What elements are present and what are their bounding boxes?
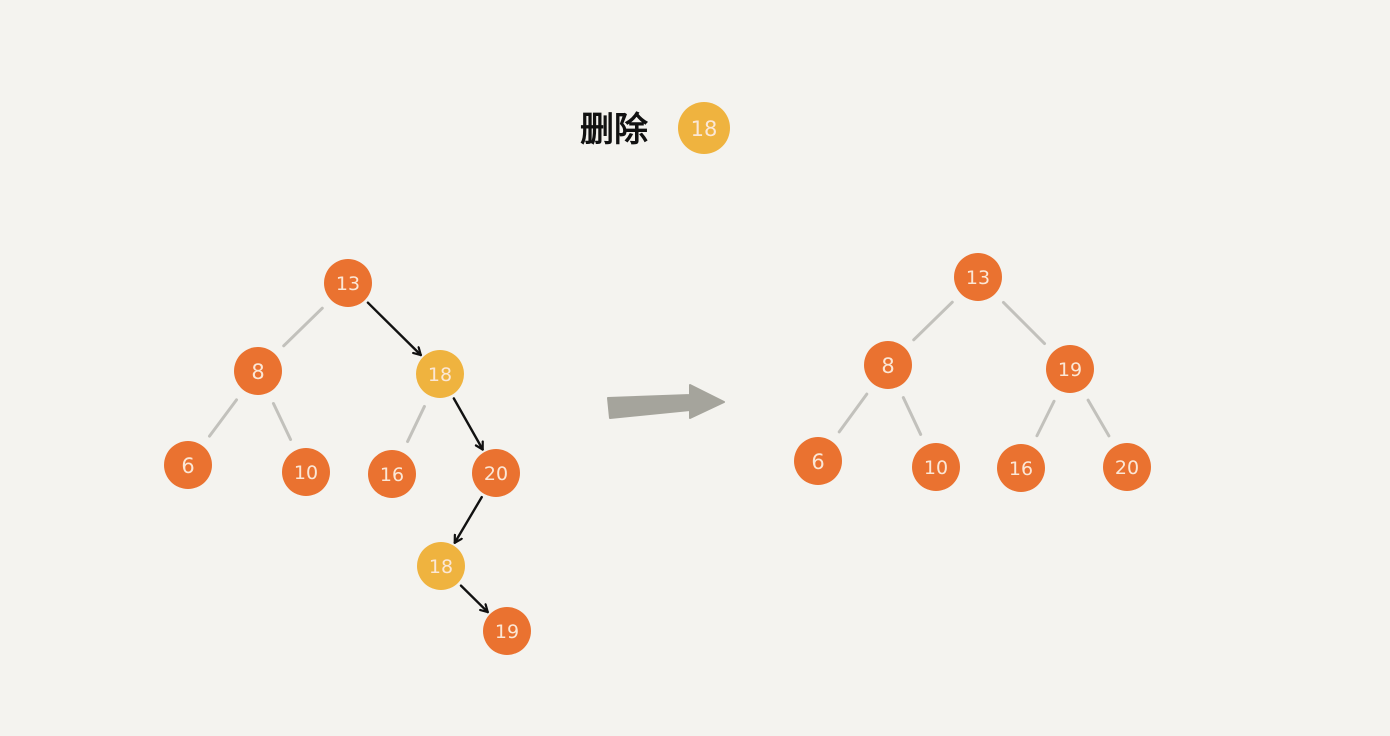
before-tree-node-circle — [416, 350, 464, 398]
before-tree-node-circle — [483, 607, 531, 655]
before-tree-node-label: 10 — [294, 462, 318, 484]
before-tree-edges — [208, 306, 426, 444]
before-tree-node-label: 13 — [336, 273, 360, 295]
before-tree-node-circle — [368, 450, 416, 498]
before-tree-node-13: 13 — [324, 259, 372, 307]
before-tree-node-19: 19 — [483, 607, 531, 655]
after-tree-node-8: 8 — [864, 341, 912, 389]
tree-edge-b8-b6 — [208, 398, 238, 438]
before-tree-node-label: 18 — [429, 556, 453, 578]
before-tree-node-label: 8 — [251, 360, 264, 384]
before-tree-node-circle — [472, 449, 520, 497]
after-tree-node-10: 10 — [912, 443, 960, 491]
after-tree-node-20: 20 — [1103, 443, 1151, 491]
before-tree-node-16: 16 — [368, 450, 416, 498]
before-tree-node-20: 20 — [472, 449, 520, 497]
tree-edge-b8-b10 — [271, 402, 293, 441]
after-tree-node-label: 10 — [924, 457, 948, 479]
after-tree-nodes: 13 8 19 6 10 16 20 — [794, 253, 1151, 492]
after-tree-node-label: 13 — [966, 267, 990, 289]
tree-edge-a13-a19 — [1001, 300, 1047, 346]
before-tree-node-label: 18 — [428, 364, 452, 386]
title-badge-circle — [678, 102, 730, 154]
before-tree-node-circle — [164, 441, 212, 489]
after-tree-node-circle — [954, 253, 1002, 301]
after-tree-node-6: 6 — [794, 437, 842, 485]
before-tree-node-label: 19 — [495, 621, 519, 643]
title-text: 删除 — [580, 110, 649, 150]
after-tree-node-13: 13 — [954, 253, 1002, 301]
tree-edge-a8-a10 — [901, 396, 923, 436]
before-tree-node-6: 6 — [164, 441, 212, 489]
after-tree-node-label: 19 — [1058, 359, 1082, 381]
before-tree-node-18: 18 — [417, 542, 465, 590]
after-tree-node-label: 20 — [1115, 457, 1139, 479]
before-tree-node-label: 20 — [484, 463, 508, 485]
search-path-arrow-b18-b20 — [452, 397, 484, 451]
after-tree-edges — [837, 300, 1111, 438]
before-tree-node-circle — [417, 542, 465, 590]
before-tree-search-path — [366, 301, 489, 614]
transition-arrow-shape — [607, 384, 725, 419]
before-tree-node-circle — [234, 347, 282, 395]
before-tree-node-label: 16 — [380, 464, 404, 486]
after-tree-node-circle — [1046, 345, 1094, 393]
tree-edge-b13-b8 — [282, 306, 324, 348]
after-tree-node-circle — [912, 443, 960, 491]
before-tree-node-label: 6 — [181, 454, 194, 478]
after-tree-node-label: 8 — [881, 354, 894, 378]
after-tree-node-circle — [794, 437, 842, 485]
title-badge-label: 18 — [691, 117, 718, 141]
tree-edge-a8-a6 — [837, 392, 869, 434]
after-tree-node-label: 16 — [1009, 458, 1033, 480]
search-path-arrow-b20-b18m — [453, 495, 483, 544]
tree-edge-a13-a8 — [912, 300, 954, 342]
before-tree-nodes: 13 8 18 6 10 16 20 18 19 — [164, 259, 531, 655]
search-path-arrow-b13-b18 — [366, 301, 423, 357]
before-tree-node-circle — [282, 448, 330, 496]
after-tree-node-circle — [864, 341, 912, 389]
after-tree-node-label: 6 — [811, 450, 824, 474]
search-path-arrow-b18m-b19 — [459, 584, 489, 614]
before-tree-node-18: 18 — [416, 350, 464, 398]
after-tree-node-circle — [997, 444, 1045, 492]
title: 删除 18 — [580, 102, 730, 154]
after-tree-node-16: 16 — [997, 444, 1045, 492]
before-tree-node-circle — [324, 259, 372, 307]
transition-arrow — [607, 384, 725, 419]
before-tree-node-10: 10 — [282, 448, 330, 496]
tree-edge-b18-b16 — [406, 404, 426, 444]
before-tree-node-8: 8 — [234, 347, 282, 395]
after-tree-node-circle — [1103, 443, 1151, 491]
tree-edge-a19-a20 — [1086, 398, 1111, 438]
after-tree-node-19: 19 — [1046, 345, 1094, 393]
tree-edge-a19-a16 — [1035, 399, 1056, 438]
